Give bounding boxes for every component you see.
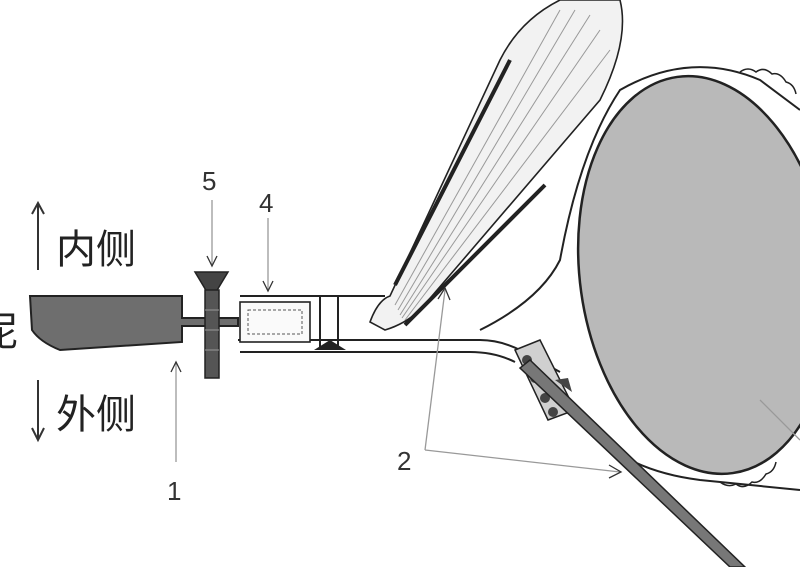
membrane-lines bbox=[394, 9, 611, 321]
connector-box bbox=[239, 301, 311, 343]
drum bbox=[576, 74, 800, 476]
connector-inner bbox=[247, 309, 303, 335]
edge-char: 泥 bbox=[0, 309, 18, 355]
channel-base bbox=[240, 351, 516, 363]
callout-5: 5 bbox=[202, 166, 216, 196]
membrane-border-thick bbox=[393, 59, 512, 286]
inner-label: 内侧 bbox=[56, 227, 136, 273]
callout-4: 4 bbox=[259, 188, 273, 218]
channel-pins bbox=[319, 296, 339, 350]
callout-2: 2 bbox=[397, 446, 411, 476]
direction-arrows bbox=[31, 200, 45, 443]
membrane-border-thick-2 bbox=[403, 183, 547, 327]
weld-marker bbox=[314, 340, 346, 350]
hull-plate bbox=[28, 295, 239, 352]
membrane-fan bbox=[369, 0, 624, 331]
callout-leaders bbox=[170, 200, 800, 479]
bolt bbox=[193, 271, 230, 379]
outer-label: 外侧 bbox=[56, 392, 136, 438]
callout-1: 1 bbox=[167, 476, 181, 506]
channel-lower-wall bbox=[238, 339, 561, 373]
drum-scallop bbox=[719, 68, 797, 488]
bottom-slanted-plate bbox=[518, 359, 747, 567]
